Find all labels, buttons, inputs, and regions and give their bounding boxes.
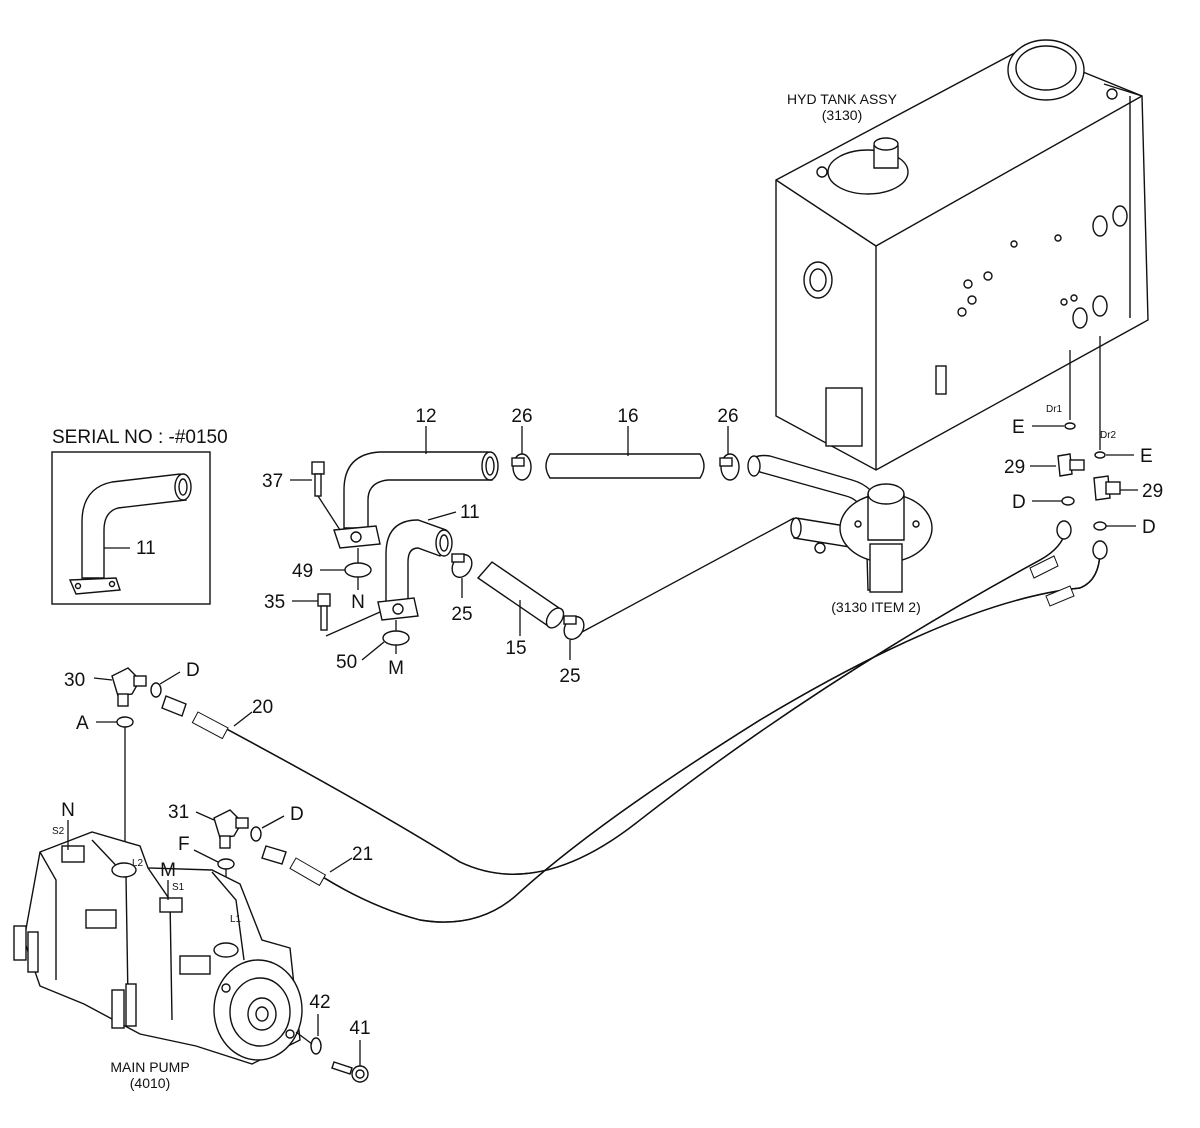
callout-16: 16	[617, 406, 638, 427]
oring-d-left	[1061, 496, 1075, 506]
callout-26-left: 26	[511, 406, 532, 427]
letter-a: A	[76, 713, 89, 734]
callout-35: 35	[264, 592, 285, 613]
inset-frame	[51, 451, 211, 605]
letter-m-under50: M	[388, 658, 404, 679]
clamp-26-right	[719, 453, 740, 481]
oring-49	[344, 562, 372, 578]
main-pump	[13, 831, 303, 1065]
serial-title: SERIAL NO : -#0150	[52, 427, 228, 448]
callout-11: 11	[460, 502, 480, 523]
port-dr2: Dr2	[1100, 430, 1117, 441]
port-s1: S1	[172, 882, 185, 893]
hose-21	[261, 540, 1108, 923]
callout-49: 49	[292, 561, 313, 582]
tank-name: HYD TANK ASSY	[787, 91, 898, 107]
hose-15-leader	[581, 517, 795, 633]
callout-15: 15	[505, 638, 526, 659]
hose-20	[161, 520, 1072, 875]
pipe-12	[333, 451, 499, 549]
serial-inset: SERIAL NO : -#0150 11	[51, 427, 228, 605]
callout-30: 30	[64, 670, 85, 691]
suction-elbow	[747, 454, 933, 593]
inset-pipe-11	[68, 473, 192, 595]
callout-37: 37	[262, 471, 283, 492]
letter-f: F	[178, 834, 190, 855]
bolt-37	[311, 461, 325, 497]
oring-d-30	[150, 682, 162, 698]
hose-15	[476, 561, 565, 629]
letter-n-under49: N	[351, 592, 365, 613]
tank-ref: (3130)	[822, 107, 862, 123]
connector-29-right	[1093, 475, 1121, 501]
port-l2: L2	[132, 858, 144, 869]
letter-d-right: D	[1142, 517, 1156, 538]
clamp-25-top	[451, 553, 473, 579]
callout-11-inset: 11	[136, 538, 156, 559]
letter-m-pump: M	[160, 860, 176, 881]
callout-29-right: 29	[1142, 481, 1163, 502]
callout-41: 41	[349, 1018, 370, 1039]
callout-26-right: 26	[717, 406, 738, 427]
callout-12: 12	[415, 406, 436, 427]
oring-d-right	[1093, 521, 1107, 531]
callout-25-top: 25	[451, 604, 472, 625]
oring-a	[116, 716, 134, 728]
callout-29-left: 29	[1004, 457, 1025, 478]
pump-ref: (4010)	[130, 1075, 170, 1091]
connector-29-left	[1057, 453, 1085, 477]
letter-d-30: D	[186, 660, 200, 681]
pipe-11	[377, 519, 453, 621]
letter-n-pump: N	[61, 800, 75, 821]
oring-d-31	[250, 826, 262, 842]
callout-42: 42	[309, 992, 330, 1013]
letter-e-right: E	[1140, 446, 1153, 467]
tank-item-label: (3130 ITEM 2)	[831, 599, 920, 615]
port-l1: L1	[230, 914, 242, 925]
hose-16	[545, 453, 705, 479]
oring-e-left	[1064, 422, 1076, 430]
letter-e-left: E	[1012, 417, 1025, 438]
hyd-tank	[775, 39, 1149, 471]
bolt-41	[331, 1061, 369, 1083]
letter-d-31: D	[290, 804, 304, 825]
oring-50	[382, 630, 410, 646]
port-s2: S2	[52, 826, 65, 837]
oring-e-right	[1094, 451, 1106, 459]
elbow-31	[213, 809, 249, 849]
callout-31: 31	[168, 802, 189, 823]
washer-42	[310, 1037, 322, 1055]
oring-f	[217, 858, 235, 870]
elbow-30	[111, 667, 147, 707]
callout-21: 21	[352, 844, 373, 865]
clamp-26-left	[511, 453, 532, 481]
clamp-25-bottom	[563, 615, 585, 641]
pump-name: MAIN PUMP	[110, 1059, 189, 1075]
callout-25-bottom: 25	[559, 666, 580, 687]
letter-d-left: D	[1012, 492, 1026, 513]
callout-20: 20	[252, 697, 273, 718]
callout-50: 50	[336, 652, 357, 673]
port-dr1: Dr1	[1046, 404, 1063, 415]
bolt-35	[317, 593, 331, 631]
